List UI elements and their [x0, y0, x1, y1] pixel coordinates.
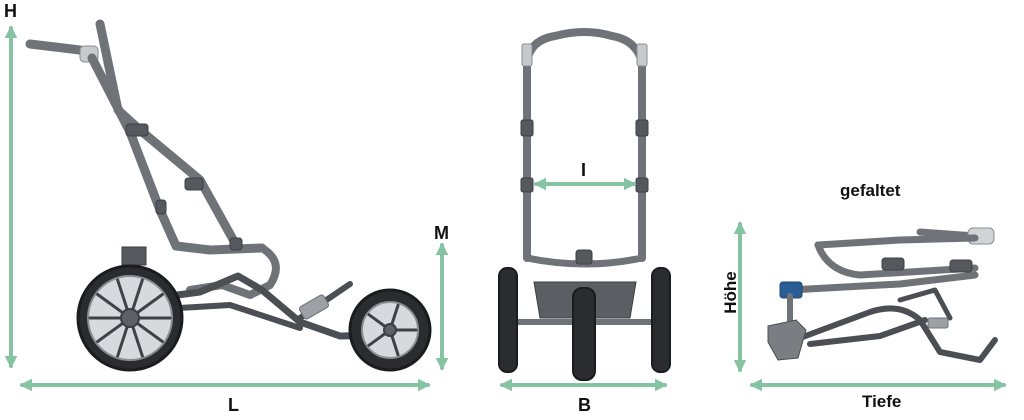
width-label: B [578, 395, 591, 415]
mid-height-label: M [434, 223, 449, 243]
front-center-wheel [572, 287, 596, 381]
frame-clamp-mid [184, 177, 204, 191]
frame-clamp-lower [155, 199, 167, 215]
front-wheel [348, 288, 432, 372]
side-view-trolley [25, 19, 432, 372]
folded-depth-label: Tiefe [862, 392, 902, 411]
left-clamp-upper [520, 119, 534, 137]
folded-upper-bar [814, 234, 979, 249]
folded-lower-chassis [797, 305, 998, 363]
length-label: L [228, 395, 239, 415]
folded-fork-bracket [927, 317, 949, 329]
right-wheel [651, 267, 671, 373]
rear-wheel [76, 264, 184, 372]
folded-height-label: Höhe [720, 271, 740, 314]
right-clamp-mid [635, 177, 649, 193]
front-frame-bar [87, 53, 267, 255]
folded-clamp-b [949, 259, 973, 273]
folded-wheel-mount [767, 319, 807, 361]
folded-title: gefaltet [840, 181, 901, 200]
fork-bracket [298, 294, 330, 320]
folded-middle-bar [786, 271, 979, 294]
folded-loop-bar [814, 241, 979, 279]
handle-joint-right [636, 43, 648, 67]
right-clamp-upper [635, 119, 649, 137]
front-view-trolley [498, 28, 671, 381]
frame-clamp-upper [125, 123, 149, 137]
folded-clamp-a [881, 257, 905, 271]
center-clamp [575, 249, 593, 265]
folded-view-trolley [767, 227, 998, 363]
fold-joint-bar [186, 244, 280, 299]
handle-joint-left [521, 43, 533, 67]
folded-fork [897, 287, 953, 321]
inner-width-label: I [581, 160, 587, 180]
folded-lower-rail [807, 317, 928, 347]
left-wheel [498, 267, 518, 373]
left-clamp-mid [520, 177, 534, 193]
bag-rest [121, 246, 147, 266]
lower-chassis [136, 272, 394, 340]
frame-clamp-joint [229, 237, 243, 251]
handle-arch [523, 28, 646, 104]
height-label: H [4, 1, 17, 21]
